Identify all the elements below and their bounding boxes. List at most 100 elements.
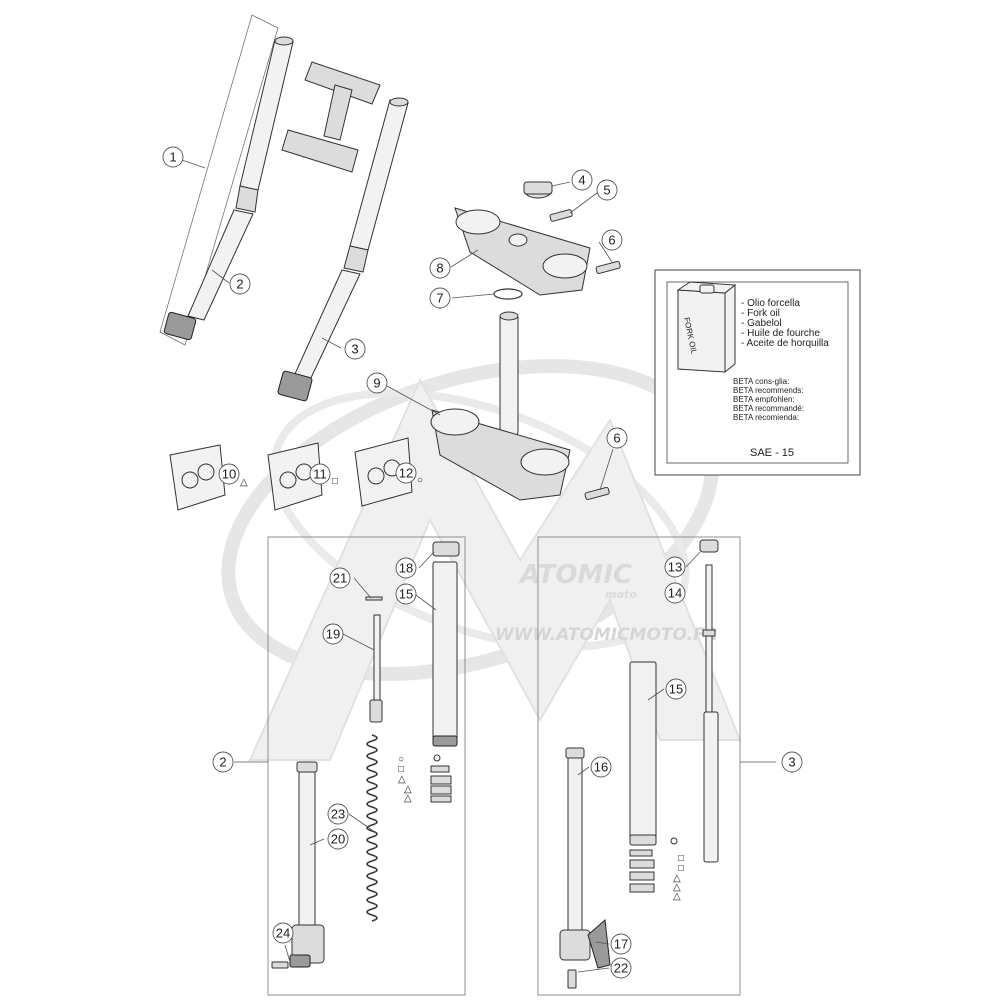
- symbol-square: □: [398, 764, 404, 775]
- callout-20: 20: [327, 828, 349, 850]
- symbol-square-r2: □: [678, 863, 684, 874]
- callouts: 1 2 3 4 5 6 8 7 9 6 10 11 12 18 21 15 19…: [162, 146, 803, 979]
- callout-24: 24: [272, 922, 294, 944]
- recommend-line-2: BETA recommends:: [733, 386, 804, 395]
- recommend-line-1: BETA cons-glia:: [733, 377, 789, 386]
- callout-3: 3: [344, 338, 366, 360]
- callout-6a-label: 6: [608, 233, 615, 248]
- callout-3b: 3: [781, 751, 803, 773]
- top-triple-clamp: [454, 207, 591, 296]
- symbol-triangle-r2: △: [673, 882, 681, 893]
- recommend-line-5: BETA recomienda:: [733, 413, 799, 422]
- callout-16: 16: [590, 756, 612, 778]
- callout-15a-label: 15: [399, 587, 413, 602]
- callout-5-label: 5: [603, 183, 610, 198]
- clamp-bolt-5: [549, 209, 573, 222]
- callout-8-label: 8: [436, 261, 443, 276]
- callout-5: 5: [596, 179, 618, 201]
- callout-9: 9: [366, 372, 388, 394]
- triple-clamp-top-small: [281, 61, 381, 173]
- callout-6a: 6: [601, 229, 623, 251]
- callout-22-label: 22: [614, 961, 628, 976]
- callout-11: 11: [309, 463, 331, 485]
- callout-10: 10: [218, 463, 240, 485]
- symbol-triangle-r3: △: [673, 891, 681, 902]
- fork-oil-legend: FORK OIL - Olio forcella - Fork oil - Ga…: [654, 269, 861, 476]
- callout-19-label: 19: [326, 627, 340, 642]
- oil-grade: SAE - 15: [750, 447, 794, 459]
- oil-line-3: - Gabelol: [741, 318, 782, 329]
- callout-1: 1: [162, 146, 184, 168]
- callout-12-label: 12: [399, 466, 413, 481]
- symbol-triangle-b: △: [404, 784, 412, 795]
- symbol-square-r1: □: [678, 853, 684, 864]
- callout-3b-label: 3: [788, 755, 795, 770]
- callout-11-label: 11: [313, 467, 327, 482]
- watermark-sub: moto: [605, 588, 637, 601]
- callout-1-label: 1: [169, 150, 176, 165]
- symbol-triangle-10: △: [240, 477, 248, 488]
- fork-guard-10: [169, 444, 226, 511]
- callout-19: 19: [322, 623, 344, 645]
- fork-guard-12: [354, 437, 413, 507]
- callout-2b-label: 2: [219, 755, 226, 770]
- symbol-triangle-r1: △: [673, 873, 681, 884]
- callout-22: 22: [610, 957, 632, 979]
- callout-2-label: 2: [236, 277, 243, 292]
- o-ring-7: [493, 288, 523, 300]
- callout-23-label: 23: [331, 807, 345, 822]
- callout-8: 8: [429, 257, 451, 279]
- fork-assembly-frame: [159, 14, 279, 346]
- callout-12: 12: [395, 462, 417, 484]
- leg-3-components: [559, 539, 719, 989]
- callout-21: 21: [329, 567, 351, 589]
- callout-17: 17: [610, 933, 632, 955]
- recommend-line-4: BETA recommandé:: [733, 404, 804, 413]
- callout-7-label: 7: [436, 291, 443, 306]
- callout-4-label: 4: [578, 173, 585, 188]
- watermark-brand: ATOMIC: [518, 560, 632, 590]
- oil-line-5: - Aceite de horquilla: [741, 338, 829, 349]
- callout-21-label: 21: [333, 571, 347, 586]
- leader-lines: [181, 159, 701, 973]
- fork-guard-11: [267, 442, 323, 511]
- recommend-line-3: BETA empfohlen:: [733, 395, 795, 404]
- symbol-circle-12: ○: [417, 475, 423, 486]
- callout-14: 14: [664, 582, 686, 604]
- callout-2: 2: [229, 273, 251, 295]
- callout-23: 23: [327, 803, 349, 825]
- callout-15b-label: 15: [669, 682, 683, 697]
- fork-leg-left: [163, 36, 294, 341]
- symbol-triangle-c: △: [404, 793, 412, 804]
- callout-3-label: 3: [351, 342, 358, 357]
- lower-triple-clamp: [430, 311, 571, 501]
- callout-9-label: 9: [373, 376, 380, 391]
- symbol-square-11: □: [332, 476, 338, 487]
- leg-3-symbols: □ □ △ △ △: [673, 853, 684, 902]
- callout-15a: 15: [395, 583, 417, 605]
- callout-2b: 2: [212, 751, 234, 773]
- clamp-bolt-6b: [584, 486, 610, 501]
- oil-line-2: - Fork oil: [741, 308, 780, 319]
- leg-2-breakdown-frame: [267, 536, 466, 996]
- callout-13: 13: [664, 556, 686, 578]
- callout-16-label: 16: [594, 760, 608, 775]
- callout-17-label: 17: [614, 937, 628, 952]
- callout-20-label: 20: [331, 832, 345, 847]
- symbol-triangle: △: [398, 774, 406, 785]
- callout-4: 4: [571, 169, 593, 191]
- oil-line-4: - Huile de fourche: [741, 328, 820, 339]
- callout-7: 7: [429, 287, 451, 309]
- symbol-circle: ○: [398, 754, 404, 765]
- leg-2-symbols: ○ □ △ △ △: [398, 754, 412, 804]
- clamp-bolt-6a: [595, 260, 621, 275]
- callout-14-label: 14: [668, 586, 682, 601]
- callout-6b: 6: [606, 427, 628, 449]
- callout-18-label: 18: [399, 561, 413, 576]
- callout-15b: 15: [665, 678, 687, 700]
- fork-leg-right: [277, 97, 409, 402]
- watermark-url: WWW.ATOMICMOTO.FR: [495, 625, 718, 645]
- callout-6b-label: 6: [613, 431, 620, 446]
- oil-line-1: - Olio forcella: [741, 298, 800, 309]
